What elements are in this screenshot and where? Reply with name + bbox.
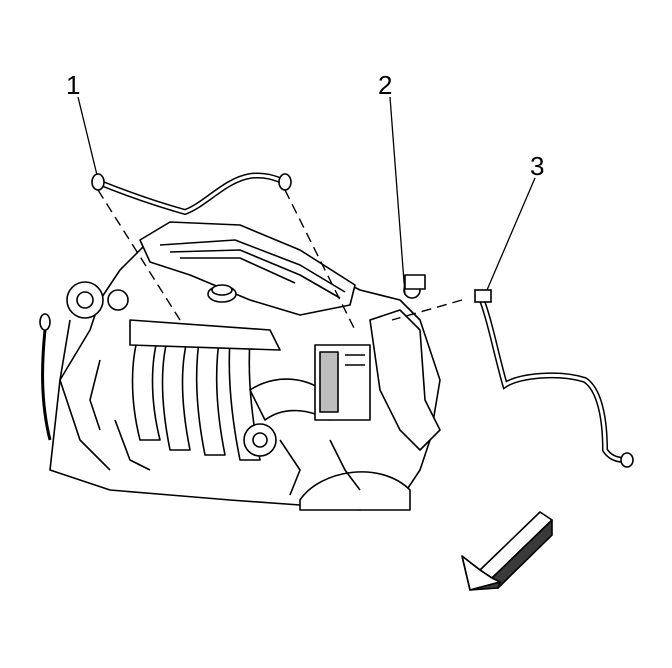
flywheel-housing — [299, 471, 411, 511]
tube-1 — [91, 172, 292, 216]
intake-runner-2 — [161, 329, 191, 451]
intake-runner-1 — [131, 329, 161, 441]
engine-right-bracket — [369, 309, 441, 451]
install-line-3 — [391, 299, 463, 321]
pulley-small — [107, 289, 129, 311]
leader-2 — [389, 96, 406, 296]
intake-plenum — [129, 319, 281, 351]
install-lines-1 — [97, 189, 356, 331]
callout-3: 3 — [530, 151, 545, 181]
callout-1: 1 — [66, 70, 81, 100]
callout-2: 2 — [378, 70, 393, 100]
front-direction-arrow-icon — [461, 511, 553, 591]
leader-1 — [77, 96, 98, 176]
valve-cover — [139, 221, 356, 316]
leader-3 — [486, 177, 536, 291]
intake-runner-3 — [195, 334, 226, 456]
ground-cable — [41, 329, 52, 441]
leader-lines — [77, 96, 536, 296]
ring-terminal — [39, 313, 51, 331]
engine-assembly — [39, 221, 441, 511]
tube-3 — [474, 289, 634, 468]
